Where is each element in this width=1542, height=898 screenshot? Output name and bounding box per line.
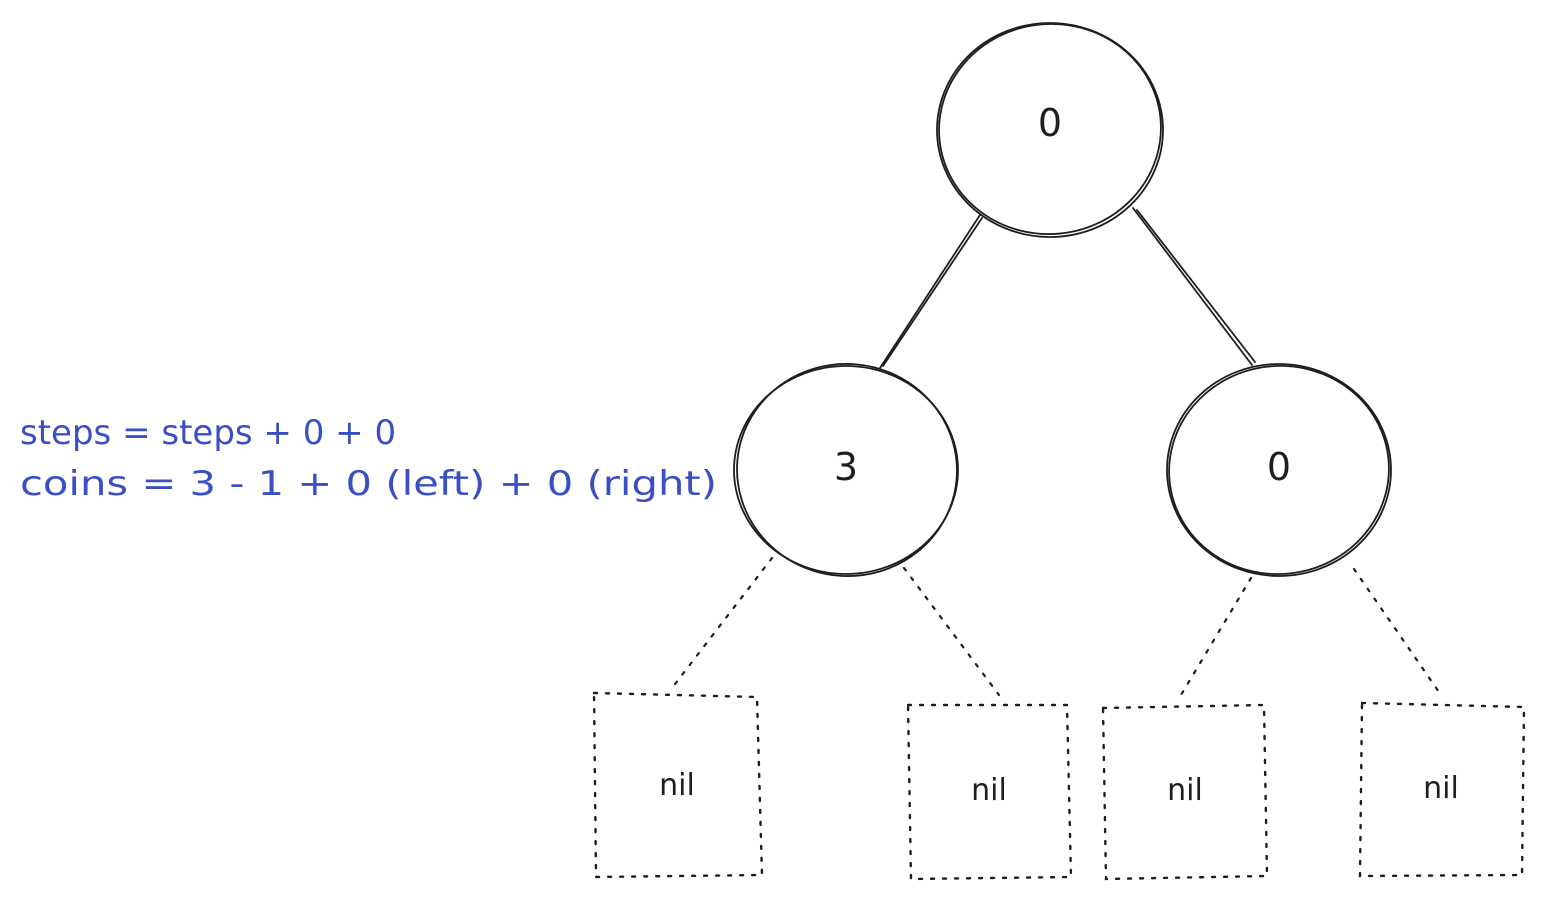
edge-left-nil-right bbox=[902, 566, 1001, 697]
edge-right-nil-left bbox=[1176, 576, 1253, 702]
nil-label: nil bbox=[1423, 771, 1459, 806]
nil-node-left-right: nil bbox=[906, 703, 1073, 881]
edge-root-right bbox=[1132, 207, 1256, 366]
nil-label: nil bbox=[971, 773, 1007, 808]
nil-label: nil bbox=[659, 768, 695, 803]
tree-node-left: 3 bbox=[733, 363, 959, 577]
node-value-root: 0 bbox=[1038, 101, 1062, 145]
edge-root-left bbox=[879, 214, 983, 369]
edge-left-nil-left bbox=[670, 556, 774, 690]
node-value-left: 3 bbox=[834, 445, 858, 489]
tree-node-root: 0 bbox=[936, 22, 1164, 238]
annotation-coins: coins = 3 - 1 + 0 (left) + 0 (right) bbox=[20, 464, 717, 504]
tree-node-right: 0 bbox=[1166, 363, 1392, 577]
annotation-steps: steps = steps + 0 + 0 bbox=[20, 413, 396, 453]
nil-node-right-left: nil bbox=[1101, 703, 1269, 881]
edge-right-nil-right bbox=[1352, 567, 1443, 697]
nil-label: nil bbox=[1167, 773, 1203, 808]
annotation: steps = steps + 0 + 0 coins = 3 - 1 + 0 … bbox=[20, 413, 717, 504]
nil-node-right-right: nil bbox=[1358, 701, 1526, 878]
node-value-right: 0 bbox=[1267, 445, 1291, 489]
nil-node-left-left: nil bbox=[592, 691, 764, 879]
